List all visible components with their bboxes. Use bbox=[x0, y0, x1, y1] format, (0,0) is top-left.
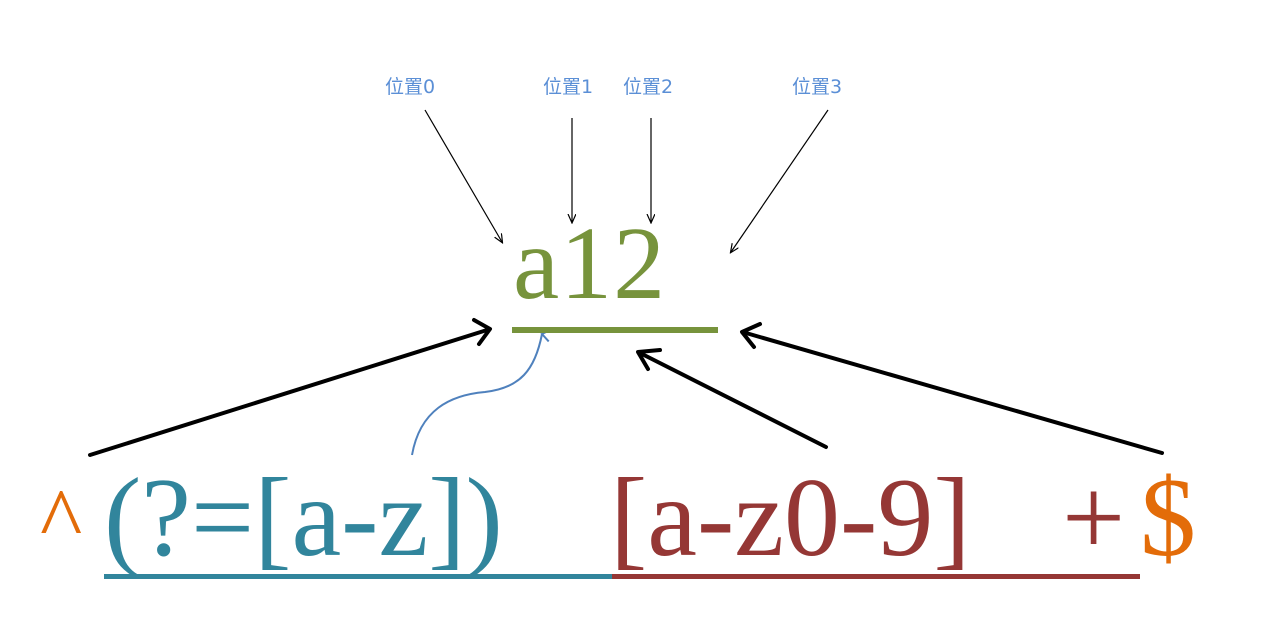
position-0-label: 位置0 bbox=[385, 76, 436, 98]
dollar-arrow-head bbox=[740, 322, 762, 349]
lookahead-curve-arrow bbox=[411, 328, 552, 456]
target-string-underline bbox=[512, 327, 718, 333]
regex-start-anchor: ^ bbox=[40, 471, 83, 570]
dollar-to-end-arrow bbox=[744, 331, 1164, 455]
regex-char-class: [a-z0-9] bbox=[610, 456, 971, 580]
caret-to-start-arrow bbox=[88, 328, 489, 457]
position-1-label: 位置1 bbox=[543, 76, 594, 98]
regex-plus: + bbox=[1062, 456, 1126, 580]
charclass-arrow-head bbox=[636, 348, 662, 371]
target-string: a12 bbox=[513, 206, 667, 321]
position-2-label: 位置2 bbox=[623, 76, 674, 98]
position-3-label: 位置3 bbox=[792, 76, 843, 98]
position-3-arrow bbox=[731, 109, 829, 252]
position-0-arrow bbox=[424, 109, 502, 242]
regex-lookahead: (?=[a-z]) bbox=[104, 456, 503, 580]
charclass-underline bbox=[612, 574, 1140, 579]
regex-end-anchor: $ bbox=[1140, 456, 1196, 580]
lookahead-underline bbox=[104, 574, 612, 579]
charclass-to-string-arrow bbox=[640, 352, 828, 449]
caret-arrow-head bbox=[472, 318, 492, 346]
